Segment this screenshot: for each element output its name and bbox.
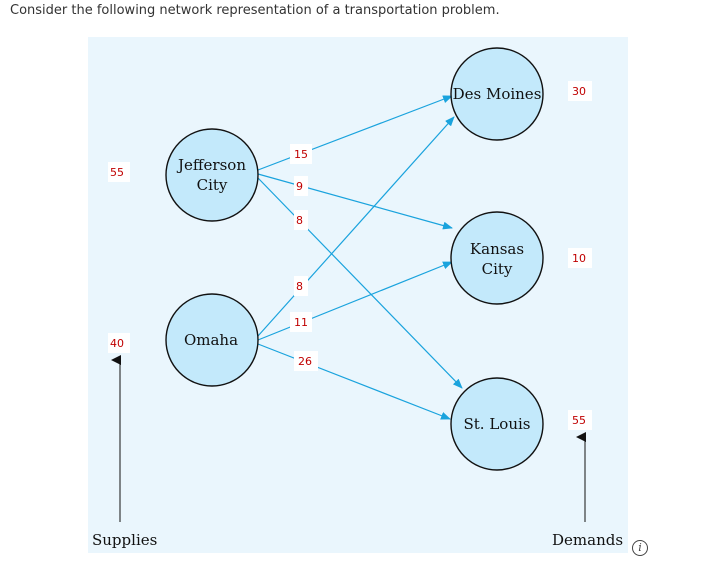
supplies-caption: Supplies — [92, 531, 157, 549]
cost-jefferson-kansas: 9 — [296, 180, 303, 193]
node-label-st-louis: St. Louis — [464, 415, 531, 433]
node-des-moines — [450, 47, 544, 141]
node-label-jefferson-1: Jefferson — [176, 156, 246, 174]
info-icon[interactable]: i — [632, 540, 648, 556]
arc-omaha-kansas — [257, 261, 453, 341]
diagram-background — [88, 37, 628, 553]
arc-jefferson-stlouis — [257, 177, 463, 389]
supply-jefferson: 55 — [110, 166, 124, 179]
cost-jefferson-desmoines: 15 — [294, 148, 308, 161]
node-jefferson-city — [165, 128, 259, 222]
arc-jefferson-desmoines — [257, 95, 453, 171]
node-omaha — [165, 293, 259, 387]
demands-caption: Demands — [552, 531, 623, 549]
node-label-jefferson-2: City — [197, 176, 228, 194]
demand-des-moines: 30 — [572, 85, 586, 98]
cost-omaha-stlouis: 26 — [298, 355, 312, 368]
cost-jefferson-stlouis: 8 — [296, 214, 303, 227]
cost-omaha-kansas: 11 — [294, 316, 308, 329]
supply-omaha: 40 — [110, 337, 124, 350]
node-label-kansas-2: City — [482, 260, 513, 278]
node-st-louis — [450, 377, 544, 471]
arc-omaha-stlouis — [257, 343, 451, 420]
arc-omaha-desmoines — [257, 116, 455, 337]
node-label-des-moines: Des Moines — [453, 85, 542, 103]
node-label-omaha: Omaha — [184, 331, 238, 349]
node-label-kansas-1: Kansas — [470, 240, 524, 258]
cost-omaha-desmoines: 8 — [296, 280, 303, 293]
node-kansas-city — [450, 211, 544, 305]
problem-prompt: Consider the following network represent… — [10, 3, 500, 18]
demand-st-louis: 55 — [572, 414, 586, 427]
arc-jefferson-kansas — [257, 173, 453, 230]
demand-kansas-city: 10 — [572, 252, 586, 265]
